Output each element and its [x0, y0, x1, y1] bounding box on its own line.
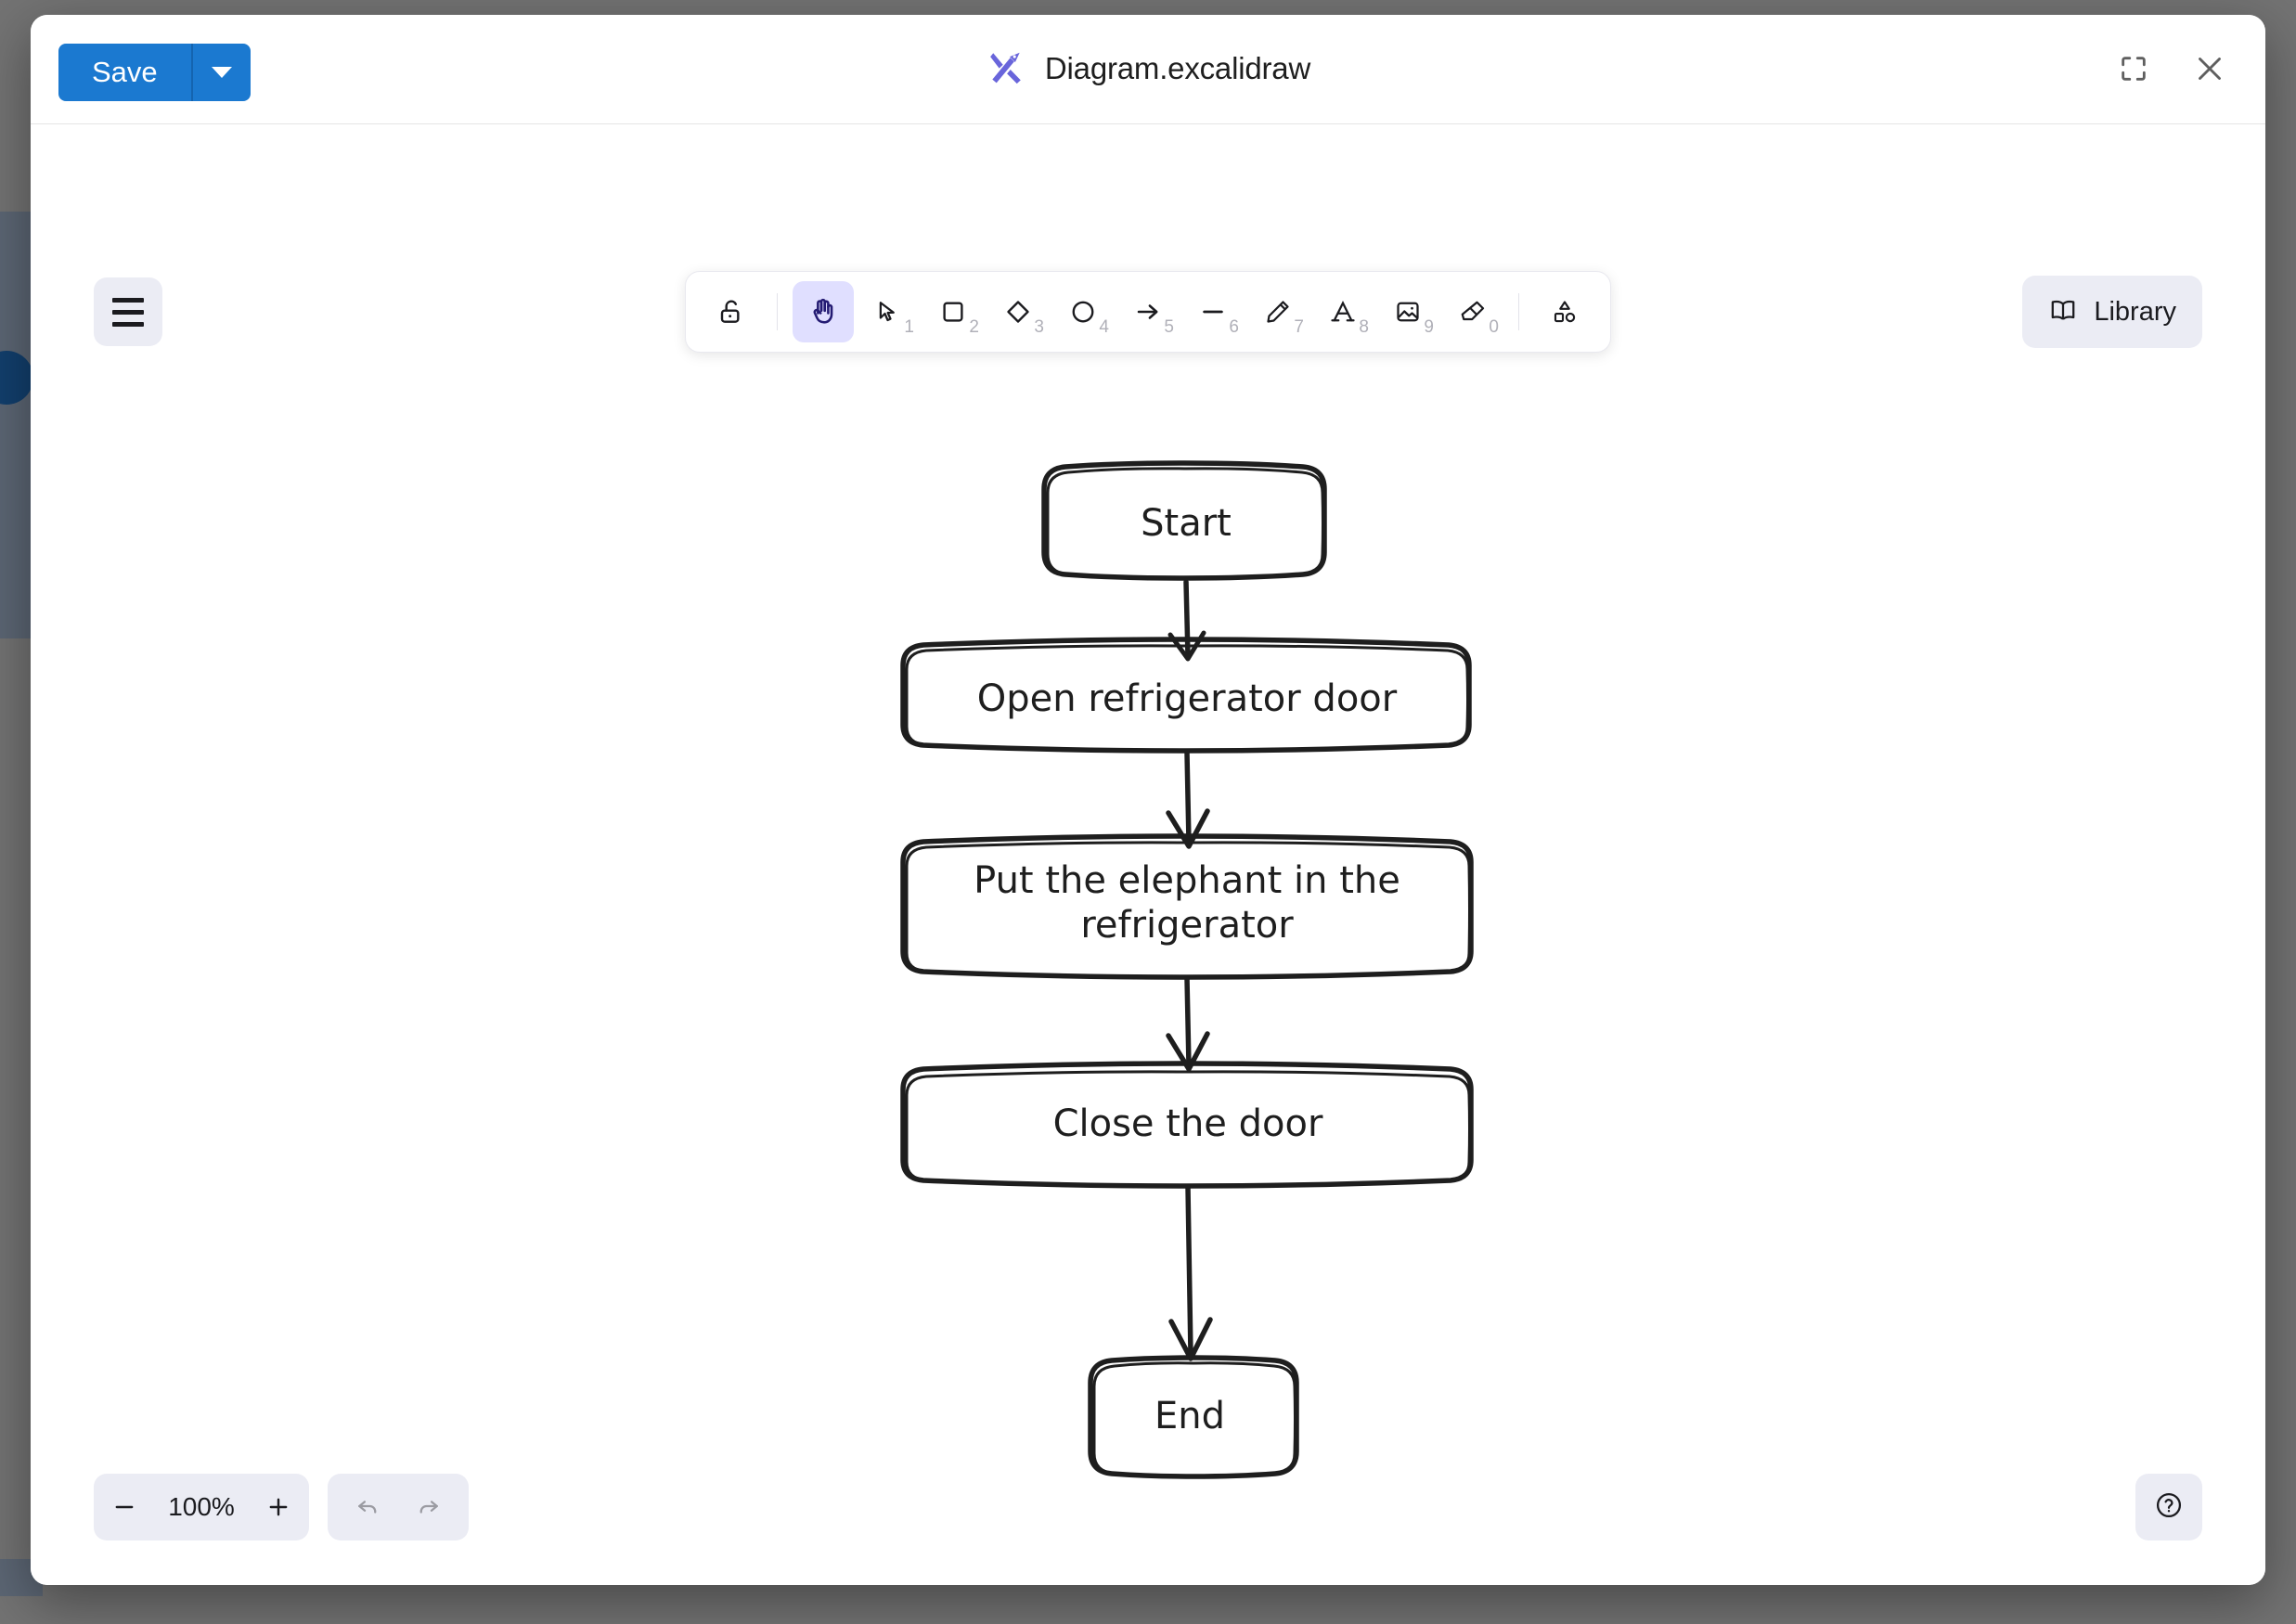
save-dropdown-button[interactable]	[192, 44, 251, 101]
tool-ellipse[interactable]: 4	[1052, 281, 1114, 342]
node-label-put-elephant-line2: refrigerator	[1080, 904, 1294, 947]
history-control	[328, 1474, 469, 1540]
node-label-close-door: Close the door	[1053, 1102, 1323, 1145]
undo-icon[interactable]	[337, 1474, 398, 1540]
toolbar-divider	[777, 293, 778, 330]
tool-shortcut: 1	[904, 317, 914, 337]
library-label: Library	[2094, 296, 2176, 327]
tool-diamond[interactable]: 3	[987, 281, 1049, 342]
close-icon[interactable]	[2189, 48, 2230, 89]
redo-icon[interactable]	[398, 1474, 459, 1540]
node-close-door	[900, 1061, 1474, 1189]
tool-shapes[interactable]	[1534, 281, 1595, 342]
book-icon	[2048, 295, 2078, 329]
library-button[interactable]: Library	[2022, 276, 2202, 348]
tool-island: 1 2 3 4	[685, 271, 1611, 353]
tool-arrow[interactable]: 5	[1117, 281, 1179, 342]
tool-lock[interactable]	[701, 281, 762, 342]
save-button[interactable]: Save	[58, 44, 191, 101]
tool-draw[interactable]: 7	[1247, 281, 1309, 342]
node-label-put-elephant-line1: Put the elephant in the	[974, 859, 1400, 902]
document-title-container: Diagram.excalidraw	[31, 45, 2265, 91]
tool-shortcut: 0	[1489, 317, 1499, 337]
drawing-canvas[interactable]: Start Open refrigerator door Put the ele…	[31, 124, 2265, 1585]
tool-rectangle[interactable]: 2	[922, 281, 984, 342]
tool-text[interactable]: 8	[1312, 281, 1374, 342]
save-button-group[interactable]: Save	[58, 44, 251, 101]
tool-shortcut: 2	[969, 317, 979, 337]
excalidraw-modal-window: Save Diagram.excalidraw	[31, 15, 2265, 1585]
tool-shortcut: 6	[1229, 317, 1239, 337]
toolbar-divider	[1518, 293, 1519, 330]
question-mark-icon	[2153, 1489, 2185, 1526]
zoom-out-button[interactable]	[94, 1474, 155, 1540]
node-open-door	[900, 637, 1472, 754]
tool-shortcut: 4	[1099, 317, 1109, 337]
node-start	[1041, 460, 1327, 581]
tool-shortcut: 5	[1164, 317, 1174, 337]
chevron-down-icon	[211, 67, 232, 78]
node-label-open-door: Open refrigerator door	[977, 677, 1398, 720]
tool-shortcut: 8	[1359, 317, 1369, 337]
bottom-left-controls: 100%	[94, 1474, 469, 1540]
modal-title-bar: Save Diagram.excalidraw	[31, 15, 2265, 124]
window-controls	[2113, 48, 2230, 89]
tool-image[interactable]: 9	[1377, 281, 1438, 342]
tool-shortcut: 9	[1424, 317, 1434, 337]
tool-eraser[interactable]: 0	[1442, 281, 1503, 342]
hamburger-bar	[112, 321, 144, 327]
save-button-divider	[190, 44, 193, 101]
fullscreen-icon[interactable]	[2113, 48, 2154, 89]
help-button[interactable]	[2135, 1474, 2202, 1540]
document-title: Diagram.excalidraw	[1044, 50, 1311, 85]
tool-shortcut: 7	[1294, 317, 1304, 337]
excalidraw-logo-icon	[986, 45, 1026, 91]
tool-line[interactable]: 6	[1182, 281, 1244, 342]
hamburger-bar	[112, 309, 144, 315]
node-label-end: End	[1154, 1395, 1225, 1437]
tool-selection[interactable]: 1	[858, 281, 919, 342]
node-label-start: Start	[1141, 502, 1232, 545]
hamburger-menu-icon[interactable]	[94, 277, 162, 346]
tool-shortcut: 3	[1034, 317, 1044, 337]
zoom-level-value[interactable]: 100%	[168, 1492, 235, 1521]
zoom-in-button[interactable]	[248, 1474, 309, 1540]
tool-hand[interactable]	[793, 281, 854, 342]
node-end	[1088, 1355, 1299, 1479]
zoom-control: 100%	[94, 1474, 309, 1540]
node-put-elephant	[900, 833, 1474, 980]
hamburger-bar	[112, 297, 144, 303]
